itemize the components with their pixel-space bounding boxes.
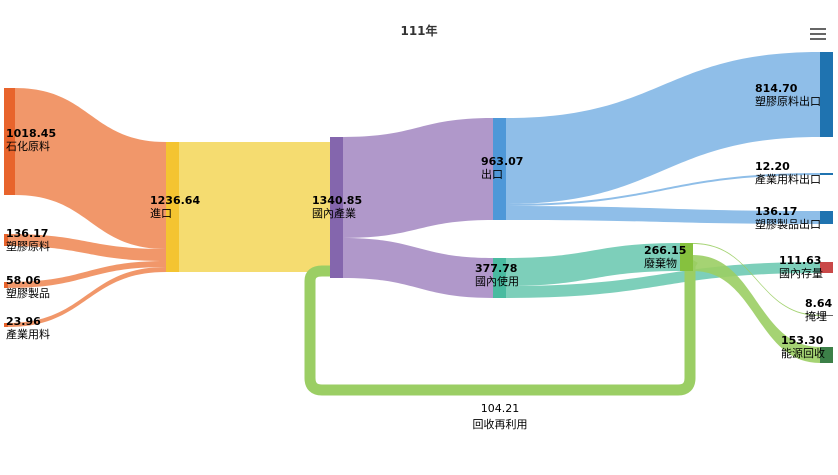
link-domestic-use[interactable]: [343, 238, 493, 298]
name-label-domestic: 國內產業: [312, 206, 356, 220]
link-waste-landfill[interactable]: [693, 243, 820, 316]
value-label-import: 1236.64: [150, 194, 200, 207]
value-label-landfill: 8.64: [805, 297, 832, 310]
link-import-domestic[interactable]: [179, 142, 330, 272]
node-resin[interactable]: [4, 234, 8, 246]
value-label-stock: 111.63: [779, 254, 821, 267]
value-label-prod: 58.06: [6, 274, 41, 287]
name-label-ex_prod: 塑膠製品出口: [755, 217, 821, 231]
value-label-waste: 266.15: [644, 244, 686, 257]
link-ind-import[interactable]: [8, 267, 166, 327]
name-label-ex_ind: 產業用料出口: [755, 172, 821, 186]
link-export-ex_resin[interactable]: [506, 52, 820, 204]
node-ex_prod[interactable]: [820, 211, 833, 224]
name-label-resin: 塑膠原料: [6, 239, 50, 253]
link-export-ex_ind[interactable]: [506, 173, 820, 206]
value-label-ind: 23.96: [6, 315, 41, 328]
name-label-stock: 國內存量: [779, 266, 823, 280]
link-waste-energy[interactable]: [693, 255, 820, 363]
link-use-waste[interactable]: [506, 243, 680, 286]
name-label-ex_resin: 塑膠原料出口: [755, 94, 821, 108]
node-energy[interactable]: [820, 347, 833, 363]
value-label-resin: 136.17: [6, 227, 48, 240]
recycle-name-label: 回收再利用: [473, 417, 528, 431]
name-label-waste: 廢棄物: [644, 256, 677, 270]
name-label-export: 出口: [481, 167, 503, 181]
node-landfill[interactable]: [820, 315, 833, 316]
node-waste[interactable]: [680, 243, 693, 271]
value-label-ex_ind: 12.20: [755, 160, 790, 173]
link-use-stock[interactable]: [506, 262, 820, 298]
value-label-use: 377.78: [475, 262, 517, 275]
menu-icon[interactable]: [810, 28, 826, 42]
name-label-import: 進口: [150, 207, 172, 220]
node-use[interactable]: [493, 258, 506, 298]
node-ex_ind[interactable]: [820, 173, 833, 175]
name-label-petro: 石化原料: [6, 139, 50, 153]
node-prod[interactable]: [4, 282, 8, 288]
link-prod-import[interactable]: [8, 261, 166, 288]
value-label-petro: 1018.45: [6, 127, 56, 140]
chart-title: 111年: [400, 24, 438, 38]
value-label-ex_prod: 136.17: [755, 205, 797, 218]
recycle-value-label: 104.21: [481, 402, 520, 415]
name-label-landfill: 掩埋: [805, 309, 827, 323]
link-export-ex_prod[interactable]: [506, 206, 820, 224]
node-domestic[interactable]: [330, 137, 343, 278]
link-petro-import[interactable]: [15, 88, 166, 249]
node-ind[interactable]: [4, 323, 8, 327]
link-domestic-export[interactable]: [343, 118, 493, 238]
link-resin-import[interactable]: [8, 234, 166, 261]
node-export[interactable]: [493, 118, 506, 220]
name-label-ind: 產業用料: [6, 327, 50, 341]
value-label-energy: 153.30: [781, 334, 824, 347]
node-stock[interactable]: [820, 262, 833, 273]
node-ex_resin[interactable]: [820, 52, 833, 137]
name-label-energy: 能源回收: [781, 346, 825, 360]
link-waste-domestic[interactable]: [304, 257, 698, 396]
node-import[interactable]: [166, 142, 179, 272]
name-label-prod: 塑膠製品: [6, 286, 50, 300]
value-label-export: 963.07: [481, 155, 523, 168]
node-petro[interactable]: [4, 88, 15, 195]
name-label-use: 國內使用: [475, 275, 519, 288]
value-label-ex_resin: 814.70: [755, 82, 798, 95]
value-label-domestic: 1340.85: [312, 194, 362, 207]
